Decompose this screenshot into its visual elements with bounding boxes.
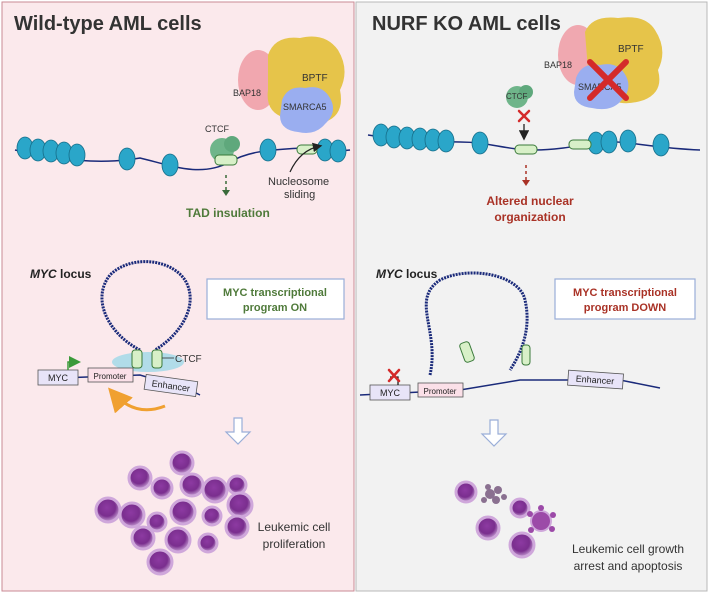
ctcf-site-b bbox=[151, 349, 163, 369]
smarca5-label: SMARCA5 bbox=[283, 102, 327, 112]
outcome-right-line1: Leukemic cell growth bbox=[572, 542, 684, 556]
program-box-left: MYC transcriptional program ON bbox=[206, 278, 345, 320]
left-panel-title: Wild-type AML cells bbox=[14, 13, 202, 35]
sliding-line2: sliding bbox=[284, 189, 315, 201]
gene-track-left: MYC Promoter Enhancer bbox=[37, 367, 199, 397]
down-arrow-right bbox=[480, 419, 508, 447]
nurf-complex-left: BAP18 BPTF SMARCA5 bbox=[233, 36, 345, 133]
ctcf-ring-left bbox=[112, 352, 184, 372]
ctcf-label-right: CTCF bbox=[506, 92, 527, 101]
enhancer-right: Enhancer bbox=[575, 374, 614, 387]
enhancer-contact-arrow bbox=[108, 387, 166, 414]
cells-right bbox=[454, 480, 556, 559]
sliding-arrow bbox=[289, 142, 323, 173]
ctcf-site-a bbox=[131, 349, 143, 369]
bap18-label: BAP18 bbox=[233, 88, 261, 98]
dna-loop-right bbox=[424, 271, 529, 376]
ctcf-site-right-b bbox=[521, 344, 531, 366]
outcome-right-line2: arrest and apoptosis bbox=[574, 559, 683, 573]
sliding-line1: Nucleosome bbox=[268, 176, 329, 188]
myc-gene-left: MYC bbox=[48, 373, 69, 383]
down-arrow-left bbox=[224, 417, 252, 445]
bptf-label: BPTF bbox=[302, 73, 328, 84]
myc-locus-left: MYC locus bbox=[30, 267, 92, 281]
gene-track-right: MYC Promoter Enhancer bbox=[369, 369, 624, 401]
myc-gene-right: MYC bbox=[380, 388, 401, 398]
altered-line2: organization bbox=[494, 210, 565, 224]
ctcf-site-right-2 bbox=[568, 139, 592, 150]
promoter-left: Promoter bbox=[94, 372, 127, 381]
program-left-line2: program ON bbox=[243, 302, 307, 314]
promoter-right: Promoter bbox=[424, 387, 457, 396]
transcription-arrow-left bbox=[67, 356, 81, 370]
ctcf-site-right-a bbox=[459, 341, 475, 363]
tad-insulation-label: TAD insulation bbox=[186, 206, 270, 220]
outcome-left-line1: Leukemic cell bbox=[258, 520, 331, 534]
apoptotic-cell-2 bbox=[527, 505, 556, 533]
nucleosomes-left bbox=[16, 136, 347, 177]
bap18-label-right: BAP18 bbox=[544, 60, 572, 70]
altered-line1: Altered nuclear bbox=[486, 194, 574, 208]
right-panel-title: NURF KO AML cells bbox=[372, 13, 561, 35]
bptf-label-right: BPTF bbox=[618, 44, 644, 55]
ctcf-label-top-left: CTCF bbox=[205, 124, 229, 134]
program-box-right: MYC transcriptional program DOWN bbox=[554, 278, 696, 320]
knockout-x-icon bbox=[587, 59, 629, 101]
outcome-left-line2: proliferation bbox=[263, 537, 326, 551]
ctcf-right: CTCF bbox=[506, 85, 533, 108]
apoptotic-cell-1 bbox=[481, 484, 507, 504]
nucleosomes-right bbox=[372, 123, 670, 157]
smarca5-shape bbox=[280, 87, 334, 133]
cells-left bbox=[94, 450, 254, 576]
ctcf-left: CTCF bbox=[205, 124, 240, 166]
dna-loop-left bbox=[100, 260, 192, 352]
blocked-x-icon bbox=[517, 109, 531, 123]
ctcf-site-right-1 bbox=[514, 144, 538, 155]
insulator-site-left bbox=[296, 144, 318, 155]
ctcf-label-locus: CTCF bbox=[175, 354, 202, 365]
transcription-blocked-x-icon bbox=[387, 368, 401, 383]
myc-locus-right: MYC locus bbox=[376, 267, 438, 281]
program-right-line2: program DOWN bbox=[584, 302, 667, 314]
program-left-line1: MYC transcriptional bbox=[223, 287, 327, 299]
program-right-line1: MYC transcriptional bbox=[573, 287, 677, 299]
